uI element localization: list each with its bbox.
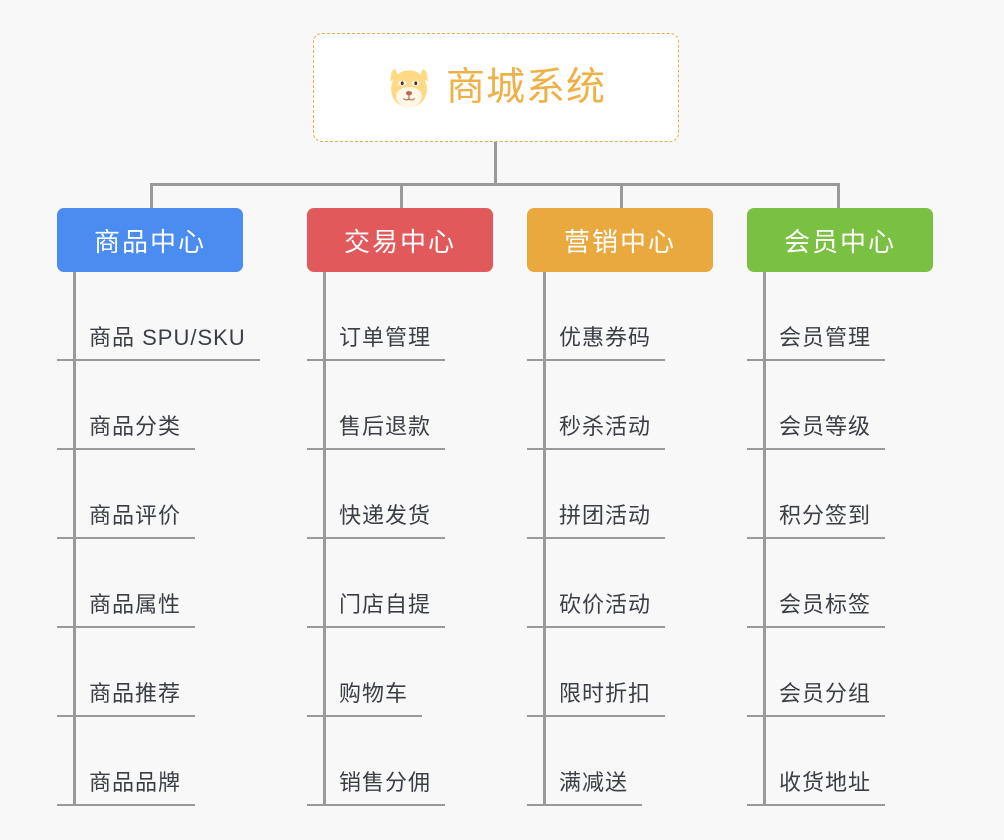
leaf-item[interactable]: 商品品牌	[57, 717, 260, 806]
leaf-item[interactable]: 会员等级	[747, 361, 886, 450]
leaf-item-label: 满减送	[527, 772, 643, 806]
leaf-item-label: 收货地址	[747, 772, 886, 806]
column-trunk-line	[543, 272, 546, 806]
leaf-item[interactable]: 商品属性	[57, 539, 260, 628]
connector-drop-3	[837, 183, 840, 208]
root-node-shop-system[interactable]: 商城系统	[313, 33, 679, 142]
leaf-item-label: 售后退款	[307, 416, 446, 450]
connector-bus	[150, 183, 840, 186]
leaf-item[interactable]: 购物车	[307, 628, 445, 717]
leaf-item-label: 销售分佣	[307, 772, 446, 806]
leaf-item-label: 订单管理	[307, 327, 446, 361]
leaf-item[interactable]: 拼团活动	[527, 450, 666, 539]
leaf-item-label: 会员管理	[747, 327, 886, 361]
leaf-item-label: 会员标签	[747, 594, 886, 628]
leaf-item-label: 商品品牌	[57, 772, 196, 806]
category-header-member-center[interactable]: 会员中心	[747, 208, 933, 272]
category-header-marketing-center[interactable]: 营销中心	[527, 208, 713, 272]
leaf-item[interactable]: 积分签到	[747, 450, 886, 539]
leaf-list-trade-center: 订单管理 售后退款 快递发货 门店自提 购物车 销售分佣	[307, 272, 446, 806]
leaf-item[interactable]: 会员分组	[747, 628, 886, 717]
leaf-list-marketing-center: 优惠券码 秒杀活动 拼团活动 砍价活动 限时折扣 满减送	[527, 272, 666, 806]
leaf-item[interactable]: 满减送	[527, 717, 665, 806]
column-trunk-line	[73, 272, 76, 806]
leaf-item[interactable]: 优惠券码	[527, 272, 666, 361]
leaf-item[interactable]: 商品分类	[57, 361, 260, 450]
leaf-item-label: 商品分类	[57, 416, 196, 450]
leaf-item-label: 积分签到	[747, 505, 886, 539]
category-header-trade-center[interactable]: 交易中心	[307, 208, 493, 272]
leaf-list-product-center: 商品 SPU/SKU 商品分类 商品评价 商品属性 商品推荐 商品品牌	[57, 272, 260, 806]
leaf-item[interactable]: 商品 SPU/SKU	[57, 272, 260, 361]
leaf-item[interactable]: 会员标签	[747, 539, 886, 628]
leaf-item[interactable]: 秒杀活动	[527, 361, 666, 450]
leaf-item[interactable]: 限时折扣	[527, 628, 666, 717]
leaf-item-label: 商品推荐	[57, 683, 196, 717]
leaf-list-member-center: 会员管理 会员等级 积分签到 会员标签 会员分组 收货地址	[747, 272, 886, 806]
leaf-item-label: 优惠券码	[527, 327, 666, 361]
root-node-title: 商城系统	[445, 66, 606, 109]
leaf-item-label: 门店自提	[307, 594, 446, 628]
connector-root-stem	[494, 142, 497, 186]
leaf-item[interactable]: 商品推荐	[57, 628, 260, 717]
leaf-item[interactable]: 订单管理	[307, 272, 446, 361]
leaf-item-label: 限时折扣	[527, 683, 666, 717]
leaf-item-label: 会员等级	[747, 416, 886, 450]
leaf-item-label: 砍价活动	[527, 594, 666, 628]
connector-drop-1	[400, 183, 403, 208]
leaf-item[interactable]: 会员管理	[747, 272, 886, 361]
leaf-item-label: 商品评价	[57, 505, 196, 539]
leaf-item-label: 秒杀活动	[527, 416, 666, 450]
leaf-item[interactable]: 快递发货	[307, 450, 446, 539]
shiba-dog-emoji	[390, 68, 428, 107]
connector-drop-2	[620, 183, 623, 208]
leaf-item[interactable]: 售后退款	[307, 361, 446, 450]
leaf-item[interactable]: 收货地址	[747, 717, 886, 806]
column-trunk-line	[323, 272, 326, 806]
leaf-item-label: 会员分组	[747, 683, 886, 717]
connector-drop-0	[150, 183, 153, 208]
leaf-item-label: 拼团活动	[527, 505, 666, 539]
leaf-item-label: 购物车	[307, 683, 423, 717]
leaf-item[interactable]: 销售分佣	[307, 717, 446, 806]
leaf-item-label: 快递发货	[307, 505, 446, 539]
column-trunk-line	[763, 272, 766, 806]
leaf-item[interactable]: 商品评价	[57, 450, 260, 539]
category-header-product-center[interactable]: 商品中心	[57, 208, 243, 272]
leaf-item-label: 商品属性	[57, 594, 196, 628]
leaf-item[interactable]: 门店自提	[307, 539, 446, 628]
leaf-item-label: 商品 SPU/SKU	[57, 327, 260, 361]
leaf-item[interactable]: 砍价活动	[527, 539, 666, 628]
